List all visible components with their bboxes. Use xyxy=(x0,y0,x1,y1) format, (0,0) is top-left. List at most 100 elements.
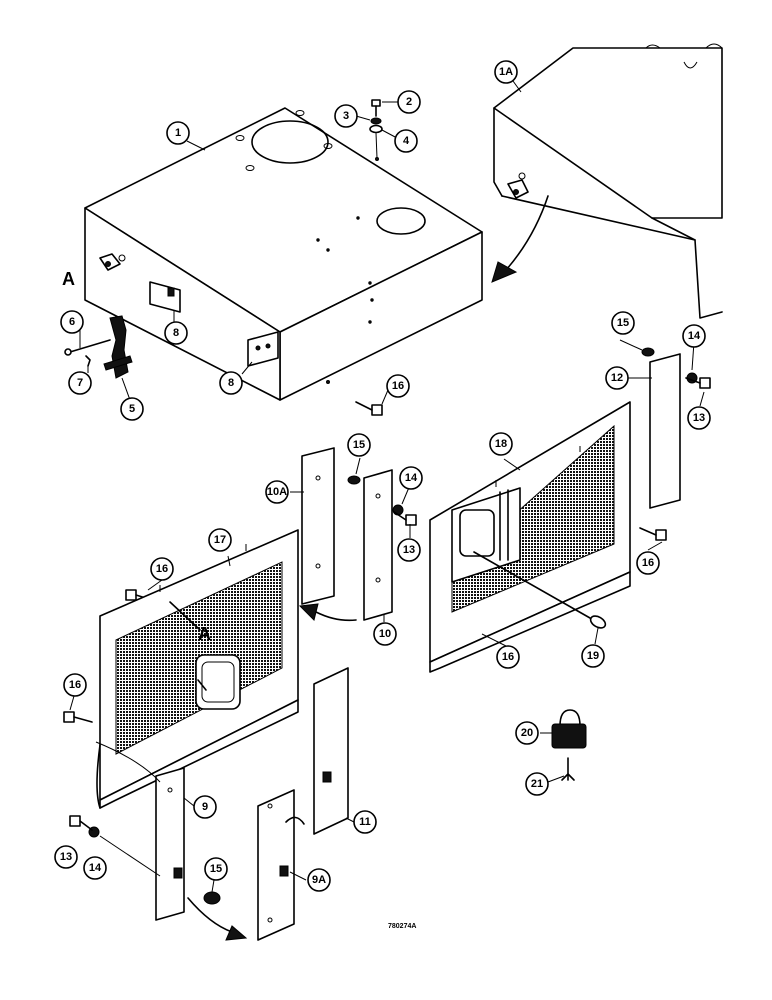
svg-text:20: 20 xyxy=(521,727,533,739)
callout-17: 17 xyxy=(208,528,232,552)
hood-cover-1a xyxy=(493,43,723,319)
bolt-13-strip9 xyxy=(69,815,93,831)
svg-text:10: 10 xyxy=(379,628,391,640)
svg-text:2: 2 xyxy=(406,96,412,108)
svg-text:16: 16 xyxy=(156,563,168,575)
svg-text:16: 16 xyxy=(69,679,81,691)
callout-5: 5 xyxy=(120,397,144,421)
bolt-13-strip12 xyxy=(685,377,711,389)
bolt-16-hood xyxy=(355,401,383,416)
svg-text:15: 15 xyxy=(353,439,365,451)
svg-text:13: 13 xyxy=(60,851,72,863)
svg-text:8: 8 xyxy=(173,327,179,339)
callout-2: 2 xyxy=(397,90,421,114)
figure-code: 780274A xyxy=(388,923,416,930)
svg-text:7: 7 xyxy=(77,377,83,389)
strip-9a xyxy=(257,789,305,941)
padlock-20 xyxy=(551,709,587,749)
svg-text:14: 14 xyxy=(89,862,102,874)
callout-3: 3 xyxy=(334,104,358,128)
bolt-13-strip10 xyxy=(393,511,417,526)
svg-text:18: 18 xyxy=(495,438,507,450)
callout-13-strip10: 13 xyxy=(397,538,421,562)
callout-14-strip12: 14 xyxy=(682,324,706,348)
svg-text:17: 17 xyxy=(214,534,226,546)
bolt-16-panel18-right xyxy=(639,527,667,541)
callout-16-panel18-bottom: 16 xyxy=(496,645,520,669)
svg-text:11: 11 xyxy=(359,816,371,828)
callout-16-panel17-top: 16 xyxy=(150,557,174,581)
callout-19: 19 xyxy=(581,644,605,668)
svg-text:8: 8 xyxy=(228,377,234,389)
svg-text:9A: 9A xyxy=(312,874,326,886)
callout-11: 11 xyxy=(353,810,377,834)
svg-text:13: 13 xyxy=(403,544,415,556)
strip-11 xyxy=(313,667,349,835)
strip-9 xyxy=(155,767,185,921)
callout-8-upper: 8 xyxy=(164,321,188,345)
flat-washer-4 xyxy=(369,124,383,134)
svg-text:3: 3 xyxy=(343,110,349,122)
bracket-8-upper xyxy=(149,281,181,313)
callout-9a: 9A xyxy=(307,868,331,892)
strip-placement-arrow xyxy=(298,603,357,622)
svg-text:1A: 1A xyxy=(499,66,513,78)
side-panel-17 xyxy=(96,529,299,809)
callout-15-strip9: 15 xyxy=(204,857,228,881)
washer-14-strip10 xyxy=(392,504,404,516)
svg-text:16: 16 xyxy=(392,380,404,392)
lock-washer-3 xyxy=(370,117,382,125)
callout-leaders xyxy=(69,80,705,893)
callout-8-lower: 8 xyxy=(219,371,243,395)
svg-text:1: 1 xyxy=(175,127,181,139)
svg-text:16: 16 xyxy=(642,557,654,569)
svg-text:5: 5 xyxy=(129,403,135,415)
callout-15-strip12: 15 xyxy=(611,311,635,335)
callout-15-strip10a: 15 xyxy=(347,433,371,457)
callout-13-strip12: 13 xyxy=(687,406,711,430)
callout-1a: 1A xyxy=(494,60,518,84)
bracket-8-lower xyxy=(247,331,279,367)
callout-16-panel17-left: 16 xyxy=(63,673,87,697)
nut-15-strip10a xyxy=(347,475,361,485)
svg-text:6: 6 xyxy=(69,316,75,328)
callout-18: 18 xyxy=(489,432,513,456)
view-letter-a-panel: A xyxy=(198,624,211,644)
svg-text:13: 13 xyxy=(693,412,705,424)
callout-14-strip10: 14 xyxy=(399,466,423,490)
view-letter-a-hood: A xyxy=(62,269,75,289)
strip-10 xyxy=(363,469,393,621)
svg-text:12: 12 xyxy=(611,372,623,384)
svg-text:16: 16 xyxy=(502,651,514,663)
callout-4: 4 xyxy=(394,129,418,153)
nut-15-strip12 xyxy=(641,347,655,357)
callout-21: 21 xyxy=(525,772,549,796)
key-ring-19 xyxy=(473,551,607,629)
bolt-16-panel17-left xyxy=(63,711,93,723)
svg-text:10A: 10A xyxy=(267,486,287,498)
strip-9a-arrow xyxy=(187,897,248,941)
svg-text:15: 15 xyxy=(210,863,222,875)
strip-12 xyxy=(649,353,681,509)
clip-7 xyxy=(85,355,91,367)
callout-12: 12 xyxy=(605,366,629,390)
pin-6 xyxy=(64,339,111,356)
side-panel-18 xyxy=(429,401,631,673)
top-bolt-2 xyxy=(371,99,381,117)
svg-text:19: 19 xyxy=(587,650,599,662)
callout-13-strip9: 13 xyxy=(54,845,78,869)
callout-7: 7 xyxy=(68,371,92,395)
hood-cover-1 xyxy=(84,107,483,401)
latch-5 xyxy=(103,315,133,379)
callout-9: 9 xyxy=(193,795,217,819)
svg-text:14: 14 xyxy=(405,472,418,484)
callout-10: 10 xyxy=(373,622,397,646)
nut-15-strip9 xyxy=(203,891,221,905)
callout-14-strip9: 14 xyxy=(83,856,107,880)
callout-1: 1 xyxy=(166,121,190,145)
svg-text:21: 21 xyxy=(531,778,543,790)
callout-10a: 10A xyxy=(265,480,289,504)
svg-text:9: 9 xyxy=(202,801,208,813)
strip-10a xyxy=(301,447,335,605)
